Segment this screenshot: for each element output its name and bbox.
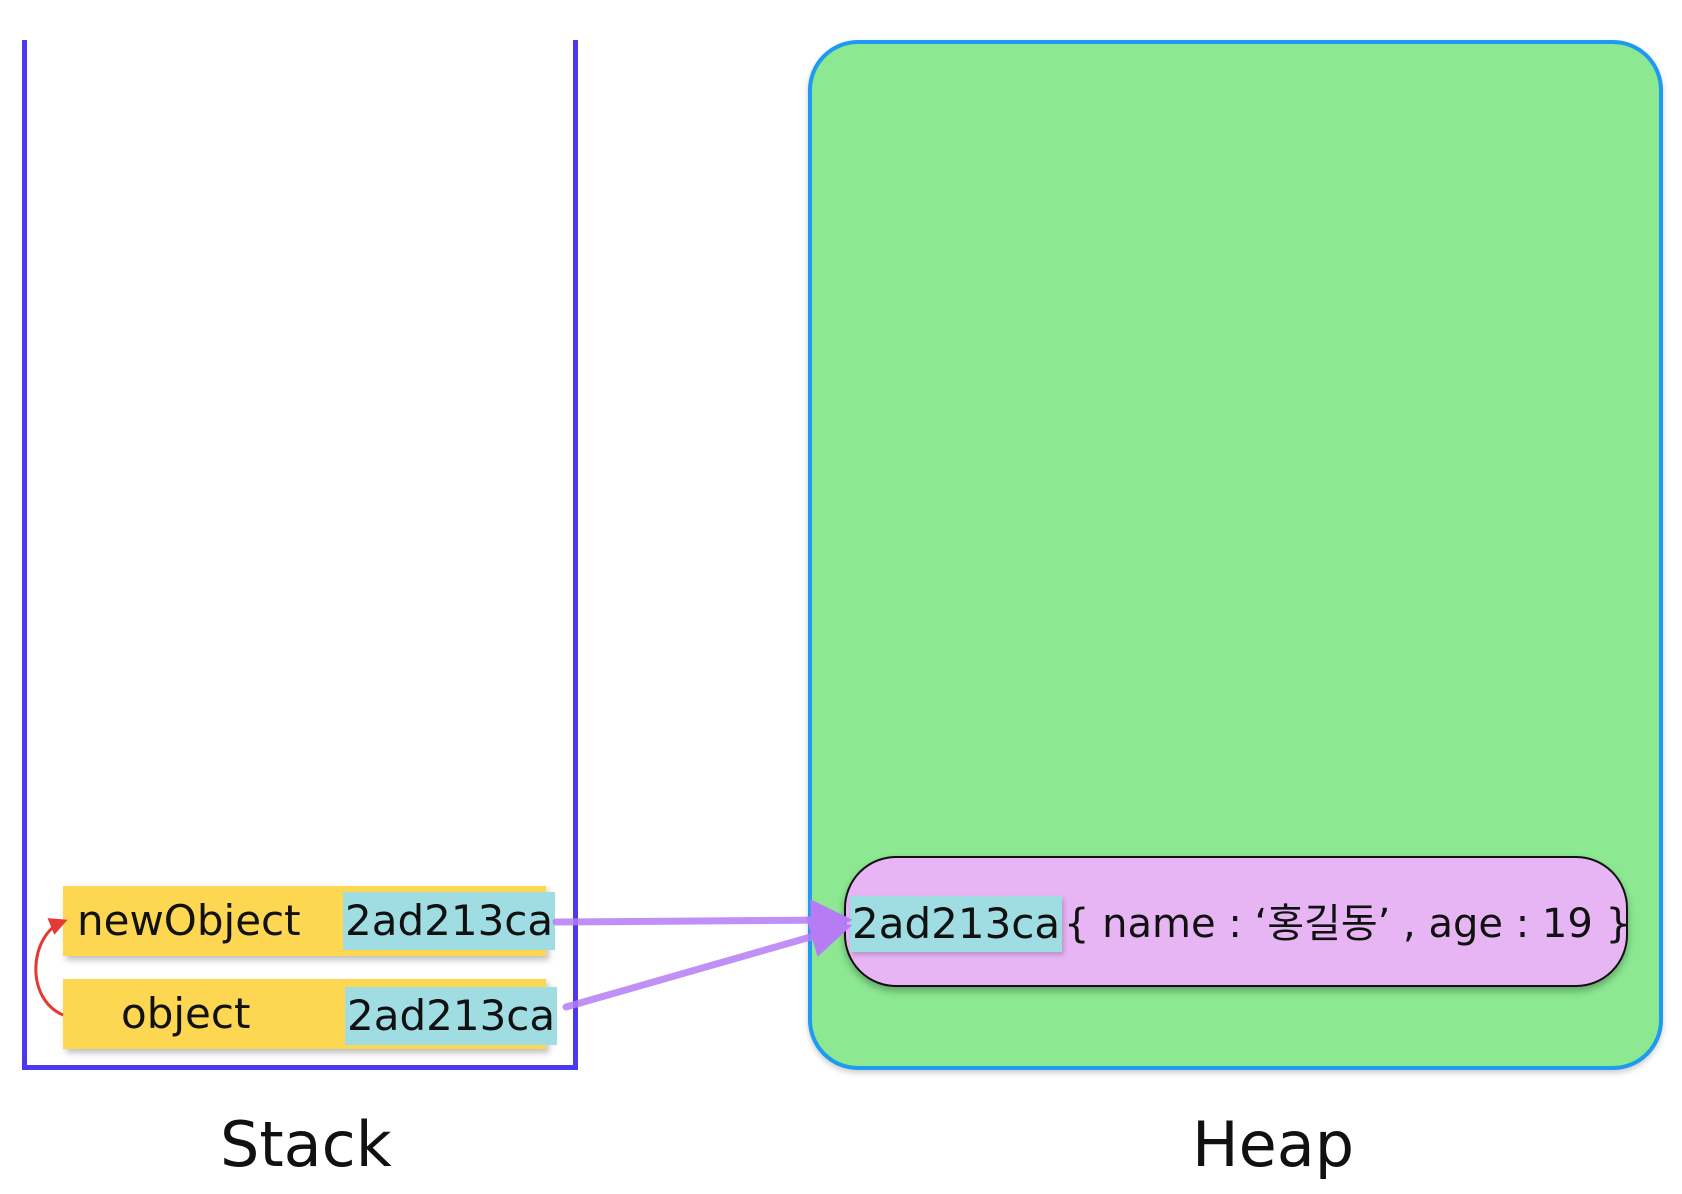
heap-object: 2ad213ca { name : ‘홍길동’ , age : 19 } bbox=[844, 856, 1631, 987]
pointer-arrow-newobject bbox=[552, 899, 853, 942]
address-object: 2ad213ca bbox=[345, 987, 558, 1045]
stack-container bbox=[22, 40, 578, 1070]
variable-name-newobject: newObject bbox=[77, 896, 301, 945]
heap-caption: Heap bbox=[1192, 1108, 1355, 1181]
stack-caption: Stack bbox=[220, 1108, 392, 1181]
heap-object-value: { name : ‘홍길동’ , age : 19 } bbox=[1064, 901, 1631, 947]
pointer-arrow-object bbox=[562, 916, 853, 1011]
address-newobject: 2ad213ca bbox=[343, 892, 556, 950]
stack-frame-object: object 2ad213ca bbox=[63, 979, 558, 1049]
stack-frame-newobject: newObject 2ad213ca bbox=[63, 886, 556, 956]
variable-name-object: object bbox=[121, 989, 251, 1038]
heap-object-address: 2ad213ca bbox=[850, 896, 1063, 952]
